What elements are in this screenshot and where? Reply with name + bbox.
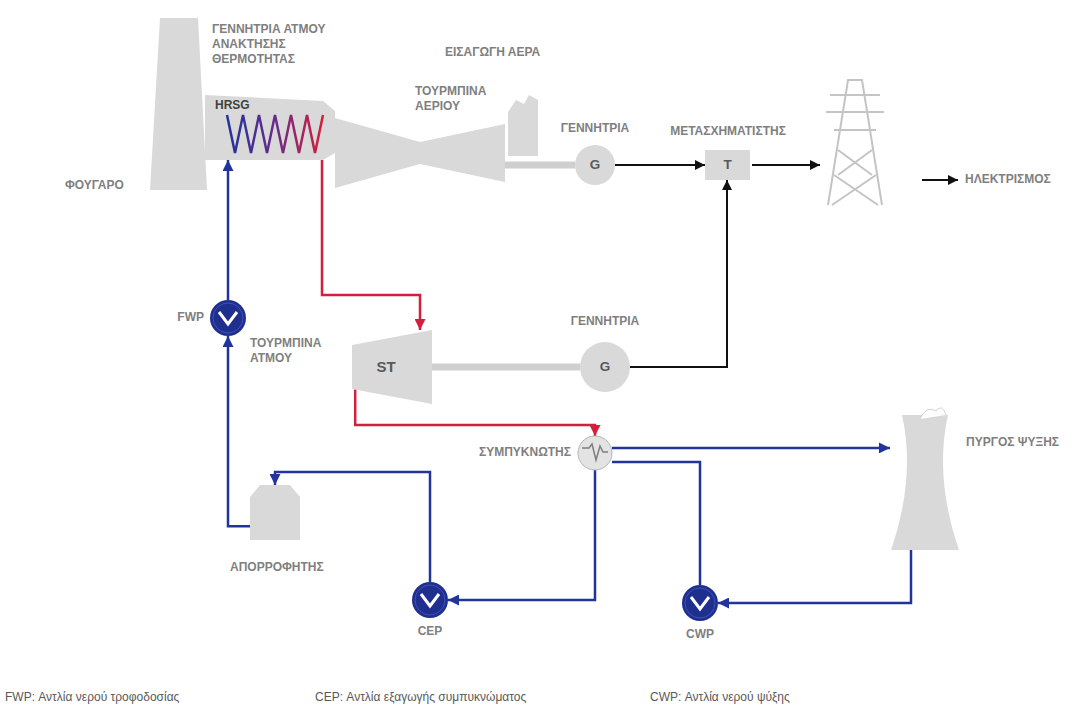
condensate-pump-outline <box>412 582 448 618</box>
air-intake <box>508 95 538 156</box>
deaerator: ΑΠΟΡΡΟΦΗΤΗΣ <box>250 485 300 540</box>
unit-label: ΑΠΟΡΡΟΦΗΤΗΣ <box>230 560 324 575</box>
legend-entry: FWP: Αντλία νερού τροφοδοσίας <box>5 690 179 705</box>
shaft-line <box>432 364 580 371</box>
unit-label: ΤΟΥΡΜΠΙΝΑ ΑΕΡΙΟΥ <box>415 84 505 114</box>
unit-label: ΓΕΝΝΗΤΡΙΑ ΑΤΜΟΥ ΑΝΑΚΤΗΣΗΣ ΘΕΡΜΟΤΗΤΑΣ <box>212 22 352 67</box>
pump-label: CWP <box>670 627 730 642</box>
water-line <box>612 447 890 450</box>
pump-label: FWP <box>170 310 204 325</box>
water-line <box>227 160 230 300</box>
chimney-label: ΦΟΥΓΑΡΟ <box>65 178 124 193</box>
condenser-outline <box>578 436 612 470</box>
cooling-tower: ΠΥΡΓΟΣ ΨΥΞΗΣ <box>890 415 960 550</box>
chimney <box>150 18 207 190</box>
pump-label: CEP <box>400 624 460 639</box>
shaft-line <box>505 162 575 169</box>
generator: GΓΕΝΝΗΤΡΙΑ <box>580 342 630 392</box>
unit-label: ΓΕΝΝΗΤΡΙΑ <box>550 121 640 136</box>
water-line <box>448 470 595 600</box>
power-line <box>615 164 705 166</box>
gas-turbine: ΤΟΥΡΜΠΙΝΑ ΑΕΡΙΟΥ <box>335 118 505 188</box>
transmission-tower <box>826 80 884 205</box>
gas-turbine-outline <box>335 118 505 188</box>
feedwater-pump-outline <box>210 300 246 336</box>
cooling-tower-outline <box>890 415 960 550</box>
deaerator-outline <box>250 485 300 540</box>
generator: GΓΕΝΝΗΤΡΙΑ <box>575 145 615 185</box>
steam-turbine: STΤΟΥΡΜΠΙΝΑ ΑΤΜΟΥ <box>352 330 432 404</box>
condenser: ΣΥΜΠΥΚΝΩΤΗΣ <box>578 436 612 470</box>
intake-label: ΕΙΣΑΓΩΓΗ ΑΕΡΑ <box>445 45 540 60</box>
hrsg-unit: ΓΕΝΝΗΤΡΙΑ ΑΤΜΟΥ ΑΝΑΚΤΗΣΗΣ ΘΕΡΜΟΤΗΤΑΣHRSG <box>205 95 335 160</box>
symbol-letter: ST <box>366 358 406 376</box>
legend-entry: CEP: Αντλία εξαγωγής συμπυκνώματος <box>315 690 526 705</box>
condensate-pump: CEP <box>412 582 448 618</box>
cooling-water-pump-outline <box>682 585 718 621</box>
unit-label: ΠΥΡΓΟΣ ΨΥΞΗΣ <box>966 435 1059 450</box>
unit-label: ΤΟΥΡΜΠΙΝΑ ΑΤΜΟΥ <box>250 336 345 366</box>
unit-code: HRSG <box>215 98 250 113</box>
legend-entry: CWP: Αντλία νερού ψύξης <box>650 690 790 705</box>
unit-label: ΣΥΜΠΥΚΝΩΤΗΣ <box>466 445 571 460</box>
water-line <box>718 550 911 603</box>
water-line <box>228 336 250 526</box>
water-line <box>612 462 700 585</box>
feedwater-pump: FWP <box>210 300 246 336</box>
output-label: ΗΛΕΚΤΡΙΣΜΟΣ <box>965 172 1051 187</box>
symbol-letter: T <box>705 156 750 174</box>
unit-label: ΓΕΝΝΗΤΡΙΑ <box>560 314 650 329</box>
unit-label: ΜΕΤΑΣΧΗΜΑΤΙΣΤΗΣ <box>653 124 803 139</box>
power-line <box>630 180 727 367</box>
symbol-letter: G <box>580 358 630 376</box>
transformer: TΜΕΤΑΣΧΗΜΑΤΙΣΤΗΣ <box>705 150 750 180</box>
electricity-arrow <box>922 179 958 181</box>
transformer-to-grid-arrow <box>752 164 820 166</box>
cooling-water-pump: CWP <box>682 585 718 621</box>
symbol-letter: G <box>575 156 615 174</box>
